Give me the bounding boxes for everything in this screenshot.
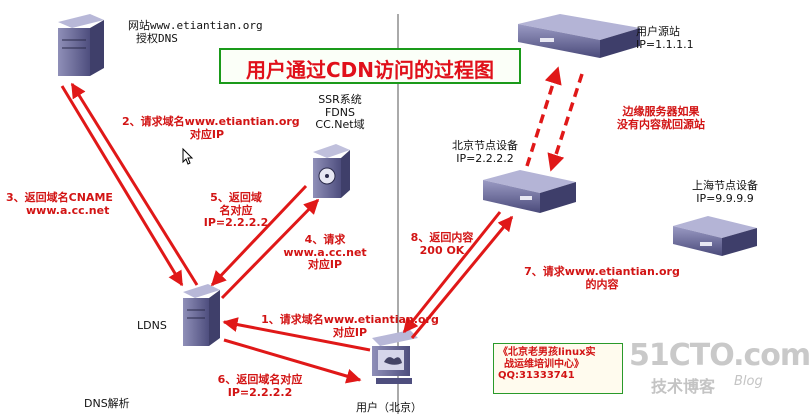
ssr-line1: SSR系统 xyxy=(318,93,362,106)
step-8-line1: 8、返回内容 xyxy=(410,231,474,244)
diagram-title: 用户通过CDN访问的过程图 xyxy=(245,58,495,82)
step-5-line3: IP=2.2.2.2 xyxy=(203,216,269,230)
promo-box: 《北京老男孩linux实 战运维培训中心》 QQ:31333741 xyxy=(493,343,623,394)
step-7-line1: 7、请求www.etiantian.org xyxy=(524,265,680,278)
origin-label: 用户源站 IP=1.1.1.1 xyxy=(636,25,694,51)
step-6-label: 6、返回域名对应 IP=2.2.2.2 xyxy=(200,373,320,399)
watermark-main: 51CTO.com xyxy=(629,338,810,373)
arrow-step-7 xyxy=(410,215,514,339)
website-dns-line2: 授权DNS xyxy=(136,31,178,45)
arrow-step-1 xyxy=(222,317,371,352)
step-3-line2: www.a.cc.net xyxy=(26,203,110,217)
step-7-line2: 的内容 xyxy=(585,277,619,291)
ssr-line2: FDNS xyxy=(324,105,355,119)
shanghai-node-label: 上海节点设备 IP=9.9.9.9 xyxy=(680,179,770,205)
arrow-step-8 xyxy=(402,211,502,334)
step-3-label: 3、返回域名CNAME www.a.cc.net xyxy=(6,191,113,217)
step-6-line2: IP=2.2.2.2 xyxy=(227,385,293,399)
step-7-label: 7、请求www.etiantian.org 的内容 xyxy=(504,265,700,291)
step-2-line2: 对应IP xyxy=(189,127,225,141)
user-label: 用户（北京） xyxy=(356,401,422,414)
step-2-line1: 2、请求域名www.etiantian.org xyxy=(122,115,300,128)
dns-section-label: DNS解析 xyxy=(84,397,130,410)
step-2-label: 2、请求域名www.etiantian.org 对应IP xyxy=(122,115,300,141)
step-6-line1: 6、返回域名对应 xyxy=(217,373,303,386)
origin-line2: IP=1.1.1.1 xyxy=(636,37,694,51)
step-4-line2: www.a.cc.net xyxy=(283,245,367,259)
cdn-diagram-canvas xyxy=(58,14,757,414)
ldns-label: LDNS xyxy=(137,319,167,332)
step-5-line1: 5、返回域 xyxy=(210,191,262,204)
ssr-label: SSR系统 FDNS CC.Net域 xyxy=(300,93,380,132)
beijing-line2: IP=2.2.2.2 xyxy=(456,151,514,165)
step-1-line2: 对应IP xyxy=(332,325,368,339)
watermark-sub: 技术博客 xyxy=(651,377,716,396)
origin-line1: 用户源站 xyxy=(636,25,680,38)
beijing-node-label: 北京节点设备 IP=2.2.2.2 xyxy=(440,139,530,165)
step-8-line2: 200 OK xyxy=(419,243,465,257)
step-4-line1: 4、请求 xyxy=(304,233,346,246)
step-3-line1: 3、返回域名CNAME xyxy=(6,191,113,204)
promo-line3: QQ:31333741 xyxy=(498,370,575,381)
title-box: 用户通过CDN访问的过程图 xyxy=(219,48,521,84)
step-4-label: 4、请求 www.a.cc.net 对应IP xyxy=(280,233,370,272)
watermark-blog: Blog xyxy=(734,374,763,389)
origin-server-icon xyxy=(518,14,640,58)
arrow-step-3 xyxy=(60,85,184,287)
ssr-fdns-server-icon xyxy=(313,144,350,198)
edge-note-label: 边缘服务器如果 没有内容就回源站 xyxy=(606,105,716,131)
website-dns-line1: 网站www.etiantian.org xyxy=(128,19,263,32)
promo-text: 《北京老男孩linux实 战运维培训中心》 QQ:31333741 xyxy=(498,347,596,382)
beijing-node-device-icon xyxy=(483,170,576,213)
user-computer-icon xyxy=(372,330,418,384)
edge-note-line2: 没有内容就回源站 xyxy=(617,117,705,131)
promo-line2: 战运维培训中心》 xyxy=(504,358,584,370)
arrow-origin-return xyxy=(547,73,584,172)
arrow-step-6 xyxy=(223,338,362,384)
arrow-step-2 xyxy=(70,82,199,286)
arrow-step-5 xyxy=(210,184,308,287)
step-1-label: 1、请求域名www.etiantian.org 对应IP xyxy=(250,313,450,339)
step-8-label: 8、返回内容 200 OK xyxy=(400,231,484,257)
shanghai-node-device-icon xyxy=(673,216,757,256)
promo-line1: 《北京老男孩linux实 xyxy=(498,347,596,358)
arrow-step-4 xyxy=(220,198,320,300)
step-4-line3: 对应IP xyxy=(307,258,343,272)
ldns-server-icon xyxy=(183,284,220,346)
shanghai-line1: 上海节点设备 xyxy=(692,179,758,192)
beijing-line1: 北京节点设备 xyxy=(452,139,518,152)
step-5-line2: 名对应 xyxy=(219,203,253,217)
ssr-line3: CC.Net域 xyxy=(315,118,365,132)
website-dns-server-icon xyxy=(58,14,104,76)
arrow-origin-fetch xyxy=(525,66,562,167)
shanghai-line2: IP=9.9.9.9 xyxy=(696,191,754,205)
step-1-line1: 1、请求域名www.etiantian.org xyxy=(261,313,439,326)
step-5-label: 5、返回域 名对应 IP=2.2.2.2 xyxy=(196,191,276,230)
website-dns-label: 网站www.etiantian.org 授权DNS xyxy=(128,19,263,45)
edge-note-line1: 边缘服务器如果 xyxy=(622,105,700,118)
mouse-cursor-icon xyxy=(182,147,194,165)
